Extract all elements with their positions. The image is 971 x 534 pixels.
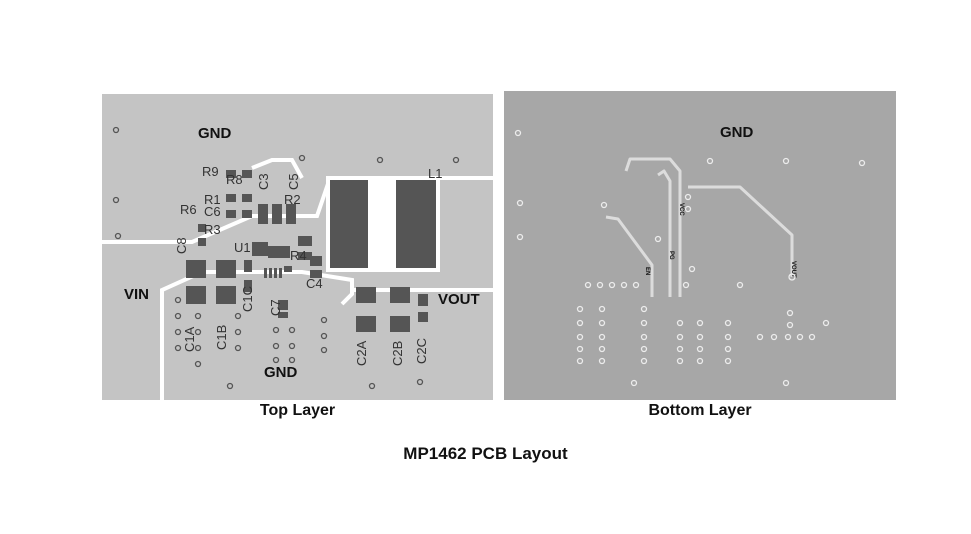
ref-c2c: C2C — [414, 338, 429, 364]
ref-r6: R6 — [180, 202, 197, 217]
ref-c5: C5 — [286, 173, 301, 190]
net-label-vout: VOUT — [438, 291, 480, 308]
bottom-layer-caption: Bottom Layer — [648, 402, 752, 419]
ref-r2: R2 — [284, 192, 301, 207]
ref-c4: C4 — [306, 276, 323, 291]
top-vias — [112, 126, 460, 390]
ref-c2b: C2B — [390, 341, 405, 366]
inductor-pad-right — [396, 180, 436, 268]
u1-pins — [264, 266, 292, 278]
ref-r4: R4 — [290, 248, 307, 263]
ref-l1: L1 — [428, 166, 442, 181]
ref-c1b: C1B — [214, 325, 229, 350]
figure-title: MP1462 PCB Layout — [403, 444, 568, 463]
ref-c7: C7 — [268, 299, 283, 316]
bottom-label-en: EN — [644, 267, 650, 275]
ref-r8: R8 — [226, 172, 243, 187]
bottom-vias — [514, 129, 866, 387]
top-layer-pcb: GND VIN VOUT GND R9 R8 C3 C5 R1 R2 R6 C6… — [102, 94, 493, 400]
small-passive-pads — [198, 170, 322, 318]
bottom-board — [504, 91, 896, 400]
ref-c1c: C1C — [240, 286, 255, 312]
top-layer-caption: Top Layer — [259, 402, 336, 419]
bottom-label-vcc: VCC — [678, 203, 684, 216]
net-label-gnd-bottom: GND — [264, 364, 298, 381]
bottom-label-vout: VOUT — [790, 261, 796, 278]
net-label-gnd-top: GND — [198, 125, 232, 142]
ref-c6: C6 — [204, 204, 221, 219]
bottom-layer-pcb: VCC PG EN VOUT GND — [504, 91, 896, 400]
ref-c2a: C2A — [354, 340, 369, 366]
net-label-vin: VIN — [124, 286, 149, 303]
ref-r3: R3 — [204, 222, 221, 237]
ref-c8: C8 — [174, 237, 189, 254]
bottom-label-pg: PG — [668, 251, 674, 260]
inductor-pad-left — [330, 180, 368, 268]
input-cap-pads — [186, 260, 252, 304]
ref-r1: R1 — [204, 192, 221, 207]
output-cap-pads — [356, 287, 428, 332]
ref-r9: R9 — [202, 164, 219, 179]
ref-c3: C3 — [256, 173, 271, 190]
bottom-traces — [605, 157, 794, 297]
bottom-net-label-gnd: GND — [720, 124, 754, 141]
ref-c1a: C1A — [182, 326, 197, 352]
ref-u1: U1 — [234, 240, 251, 255]
